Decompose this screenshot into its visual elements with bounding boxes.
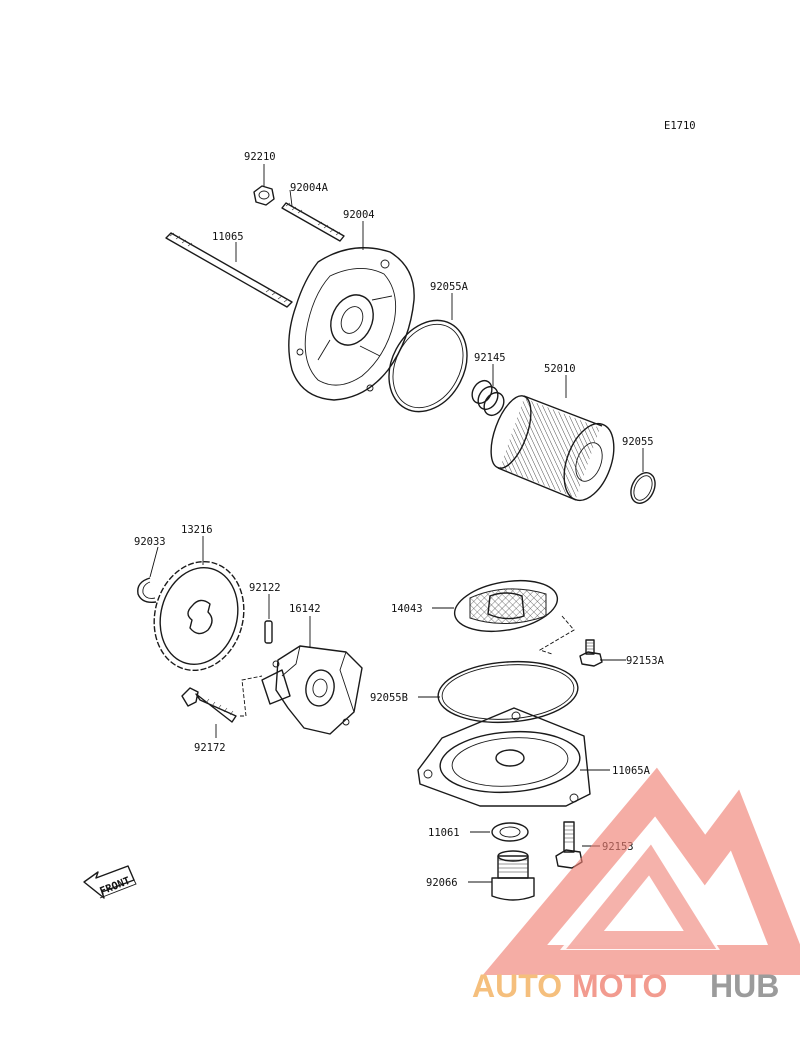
label-92145: 92145 [474,352,506,364]
oil-pump-16142 [261,645,363,735]
label-11065A: 11065A [612,765,651,777]
label-92066: 92066 [426,877,458,889]
logo-text-auto: AUTO [472,968,562,1004]
label-52010: 52010 [544,363,576,375]
spring-92145 [471,379,505,417]
label-92033: 92033 [134,536,166,548]
o-ring-92055A [388,319,468,413]
bolt-92153A [579,639,603,667]
nut-92210 [253,185,275,206]
stud-92004A [281,202,345,242]
front-label: FRONT [98,875,132,898]
oil-filter-52010 [490,395,615,502]
label-92004A: 92004A [290,182,329,194]
oil-screen-14043 [453,579,559,633]
stud-92004 [165,232,293,308]
automotohub-logo: AUTO MOTO HUB [472,767,800,1004]
label-16142: 16142 [289,603,321,615]
label-92122: 92122 [249,582,281,594]
logo-text-hub: HUB [710,968,779,1004]
circlip-92033 [137,577,157,604]
label-13216: 13216 [181,524,213,536]
label-92055B: 92055B [370,692,408,704]
label-92210: 92210 [244,151,276,163]
label-92055: 92055 [622,436,654,448]
label-92004: 11065 [212,231,244,243]
label-92055A: 92055A [430,281,469,293]
label-14043: 14043 [391,603,423,615]
front-arrow-icon: FRONT [83,865,137,899]
label-92153A: 92153A [626,655,665,667]
washer-11061 [491,822,529,842]
label-92172: 92172 [194,742,226,754]
cover-11065A [417,707,591,807]
gear-13216 [153,560,245,672]
label-11061: 11061 [428,827,460,839]
cover-11065 [288,247,415,401]
diagram-code: E1710 [664,120,696,132]
label-11065: 92004 [343,209,375,221]
o-ring-92055 [630,472,656,504]
pin-92122 [264,620,273,644]
logo-text-moto: MOTO [572,968,667,1004]
bolt-92172 [181,687,237,723]
bolt-92153 [555,821,583,869]
drain-plug-92066 [491,850,535,901]
gasket-92055B [437,660,579,724]
